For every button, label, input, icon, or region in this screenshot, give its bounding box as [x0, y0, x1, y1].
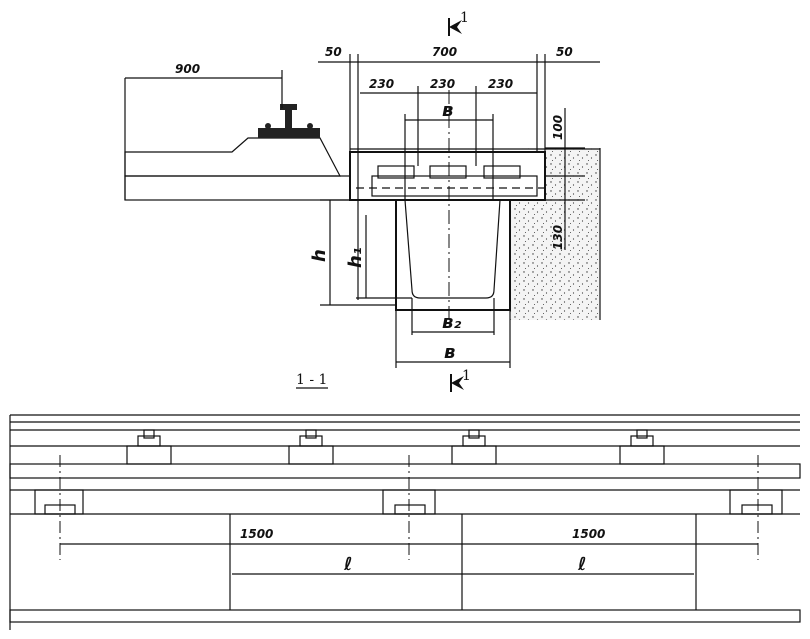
- dim-900: 900: [175, 62, 200, 76]
- dim-50-left: 50: [325, 45, 342, 59]
- dim-230-b: 230: [430, 77, 455, 91]
- label-h1: h₁: [345, 247, 366, 268]
- dim-700: 700: [432, 45, 457, 59]
- rail-fastening-icons: [126, 429, 665, 465]
- label-b2: в₂: [442, 312, 461, 333]
- cross-section-view: 1 1 1 - 1 900 50 700 50 230 230 230 100 …: [124, 10, 601, 392]
- dim-230-a: 230: [369, 77, 394, 91]
- label-h: h: [309, 249, 330, 262]
- section-arrow-bottom: [450, 374, 464, 392]
- dim-1500-b: 1500: [572, 527, 605, 541]
- section-mark-top: 1: [460, 10, 469, 26]
- trough-inner: [404, 199, 501, 299]
- dim-1500-a: 1500: [240, 527, 273, 541]
- longitudinal-section-view: 1500 1500 ℓ ℓ: [9, 414, 801, 630]
- centre-marks: [59, 455, 759, 560]
- dim-100: 100: [551, 115, 565, 140]
- sand-layer-left: [124, 175, 351, 201]
- trough-segments: [229, 514, 697, 610]
- bottom-layer: [9, 609, 801, 623]
- label-l-a: ℓ: [343, 554, 353, 575]
- rail-icon: [258, 104, 320, 138]
- ballast-prism: [124, 137, 341, 177]
- dimension-lines: [125, 54, 600, 368]
- longitudinal-dimension-lines: [60, 543, 758, 575]
- section-title: 1 - 1: [296, 372, 327, 388]
- slab-core: [371, 175, 538, 197]
- ground-fill-right: [510, 148, 600, 320]
- label-b-bottom: в: [444, 342, 455, 363]
- dim-230-c: 230: [488, 77, 513, 91]
- label-b-top: в: [442, 100, 453, 121]
- section-arrow-top: [448, 18, 462, 36]
- section-mark-bottom: 1: [462, 368, 471, 384]
- label-l-b: ℓ: [577, 554, 587, 575]
- cover-slab-longitudinal: [9, 463, 801, 479]
- dim-130: 130: [551, 225, 565, 250]
- dim-50-right: 50: [556, 45, 573, 59]
- tie-blocks: [377, 165, 521, 179]
